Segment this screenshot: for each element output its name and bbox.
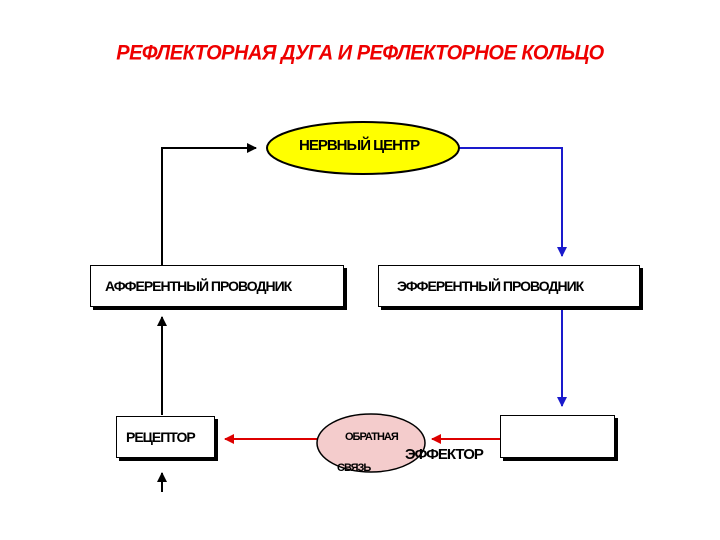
nervous-center-label: НЕРВНЫЙ ЦЕНТР <box>299 137 420 154</box>
afferent-conductor-label: АФФЕРЕНТНЫЙ ПРОВОДНИК <box>105 278 292 294</box>
effector-label: ЭФФЕКТОР <box>405 446 484 463</box>
receptor-label: РЕЦЕПТОР <box>126 429 196 445</box>
effector-box <box>500 415 615 458</box>
arrow-afferent-to-center <box>161 143 257 265</box>
receptor-box: РЕЦЕПТОР <box>116 416 215 458</box>
feedback-ellipse <box>316 413 426 473</box>
feedback-label-line1: ОБРАТНАЯ <box>345 431 399 443</box>
diagram-title: РЕФЛЕКТОРНАЯ ДУГА И РЕФЛЕКТОРНОЕ КОЛЬЦО <box>116 41 604 65</box>
afferent-conductor-box: АФФЕРЕНТНЫЙ ПРОВОДНИК <box>90 265 344 307</box>
arrow-center-to-efferent <box>458 147 567 257</box>
nervous-center-ellipse <box>266 121 460 175</box>
efferent-conductor-label: ЭФФЕРЕНТНЫЙ ПРОВОДНИК <box>397 278 584 294</box>
efferent-conductor-box: ЭФФЕРЕНТНЫЙ ПРОВОДНИК <box>378 265 640 307</box>
feedback-label-line2: СВЯЗЬ <box>337 462 371 474</box>
